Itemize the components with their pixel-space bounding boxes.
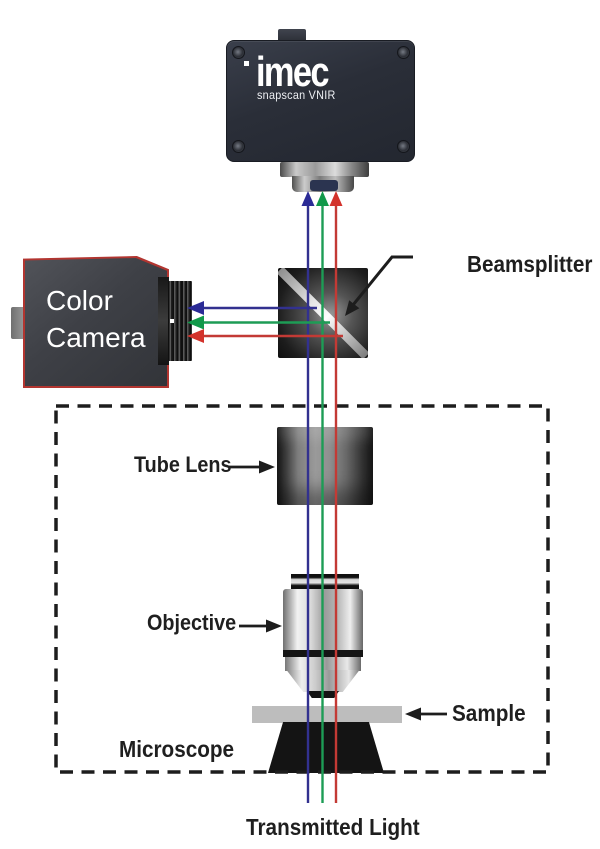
objective-label: Objective — [147, 610, 237, 635]
tube-lens-label: Tube Lens — [134, 452, 232, 477]
camera-top-connector — [278, 29, 306, 42]
ray-blue-left-arrowhead — [187, 301, 204, 315]
camera-lens-flange — [280, 162, 369, 177]
color-camera-body — [25, 258, 167, 386]
color-camera-side-connector — [11, 307, 26, 339]
color-camera-label-line1: Color — [46, 285, 113, 316]
color-camera-label-line2: Camera — [46, 322, 146, 353]
ray-green-up-arrowhead — [316, 191, 329, 206]
beamsplitter-leader-arrowhead — [345, 300, 360, 316]
camera-lens-glass — [310, 180, 338, 191]
screw-icon — [397, 46, 410, 59]
screw-icon — [397, 140, 410, 153]
sample-label: Sample — [452, 700, 526, 726]
sample-pointer-arrowhead — [405, 707, 421, 721]
color-camera-lens-mount — [158, 277, 169, 365]
screw-icon — [232, 140, 245, 153]
ray-red-up-arrowhead — [329, 191, 343, 206]
color-camera-label: Color Camera — [46, 282, 146, 356]
beamsplitter-leader-line — [351, 255, 413, 306]
imec-logo-dot — [244, 61, 249, 66]
color-camera — [23, 256, 169, 388]
imec-logo: imec — [256, 48, 330, 95]
microscope-enclosure-border — [54, 404, 550, 774]
microscope-label: Microscope — [119, 736, 235, 762]
tube-lens-cylinder — [277, 427, 373, 505]
ray-blue-up-arrowhead — [301, 191, 315, 206]
snapscan-model-label: snapscan VNIR — [257, 88, 336, 102]
screw-icon — [232, 46, 245, 59]
lens-highlight-dot — [170, 319, 174, 323]
tube-lens-pointer-arrowhead — [259, 460, 275, 474]
snapscan-camera — [226, 40, 415, 162]
illumination-cone — [268, 722, 384, 773]
objective-pointer-arrowhead — [266, 619, 282, 633]
sample-slide — [252, 706, 402, 723]
transmitted-light-label: Transmitted Light — [246, 814, 420, 840]
beamsplitter-label: Beamsplitter — [467, 251, 593, 277]
ray-red-left-arrowhead — [187, 329, 204, 343]
ray-green-left-arrowhead — [187, 315, 204, 330]
